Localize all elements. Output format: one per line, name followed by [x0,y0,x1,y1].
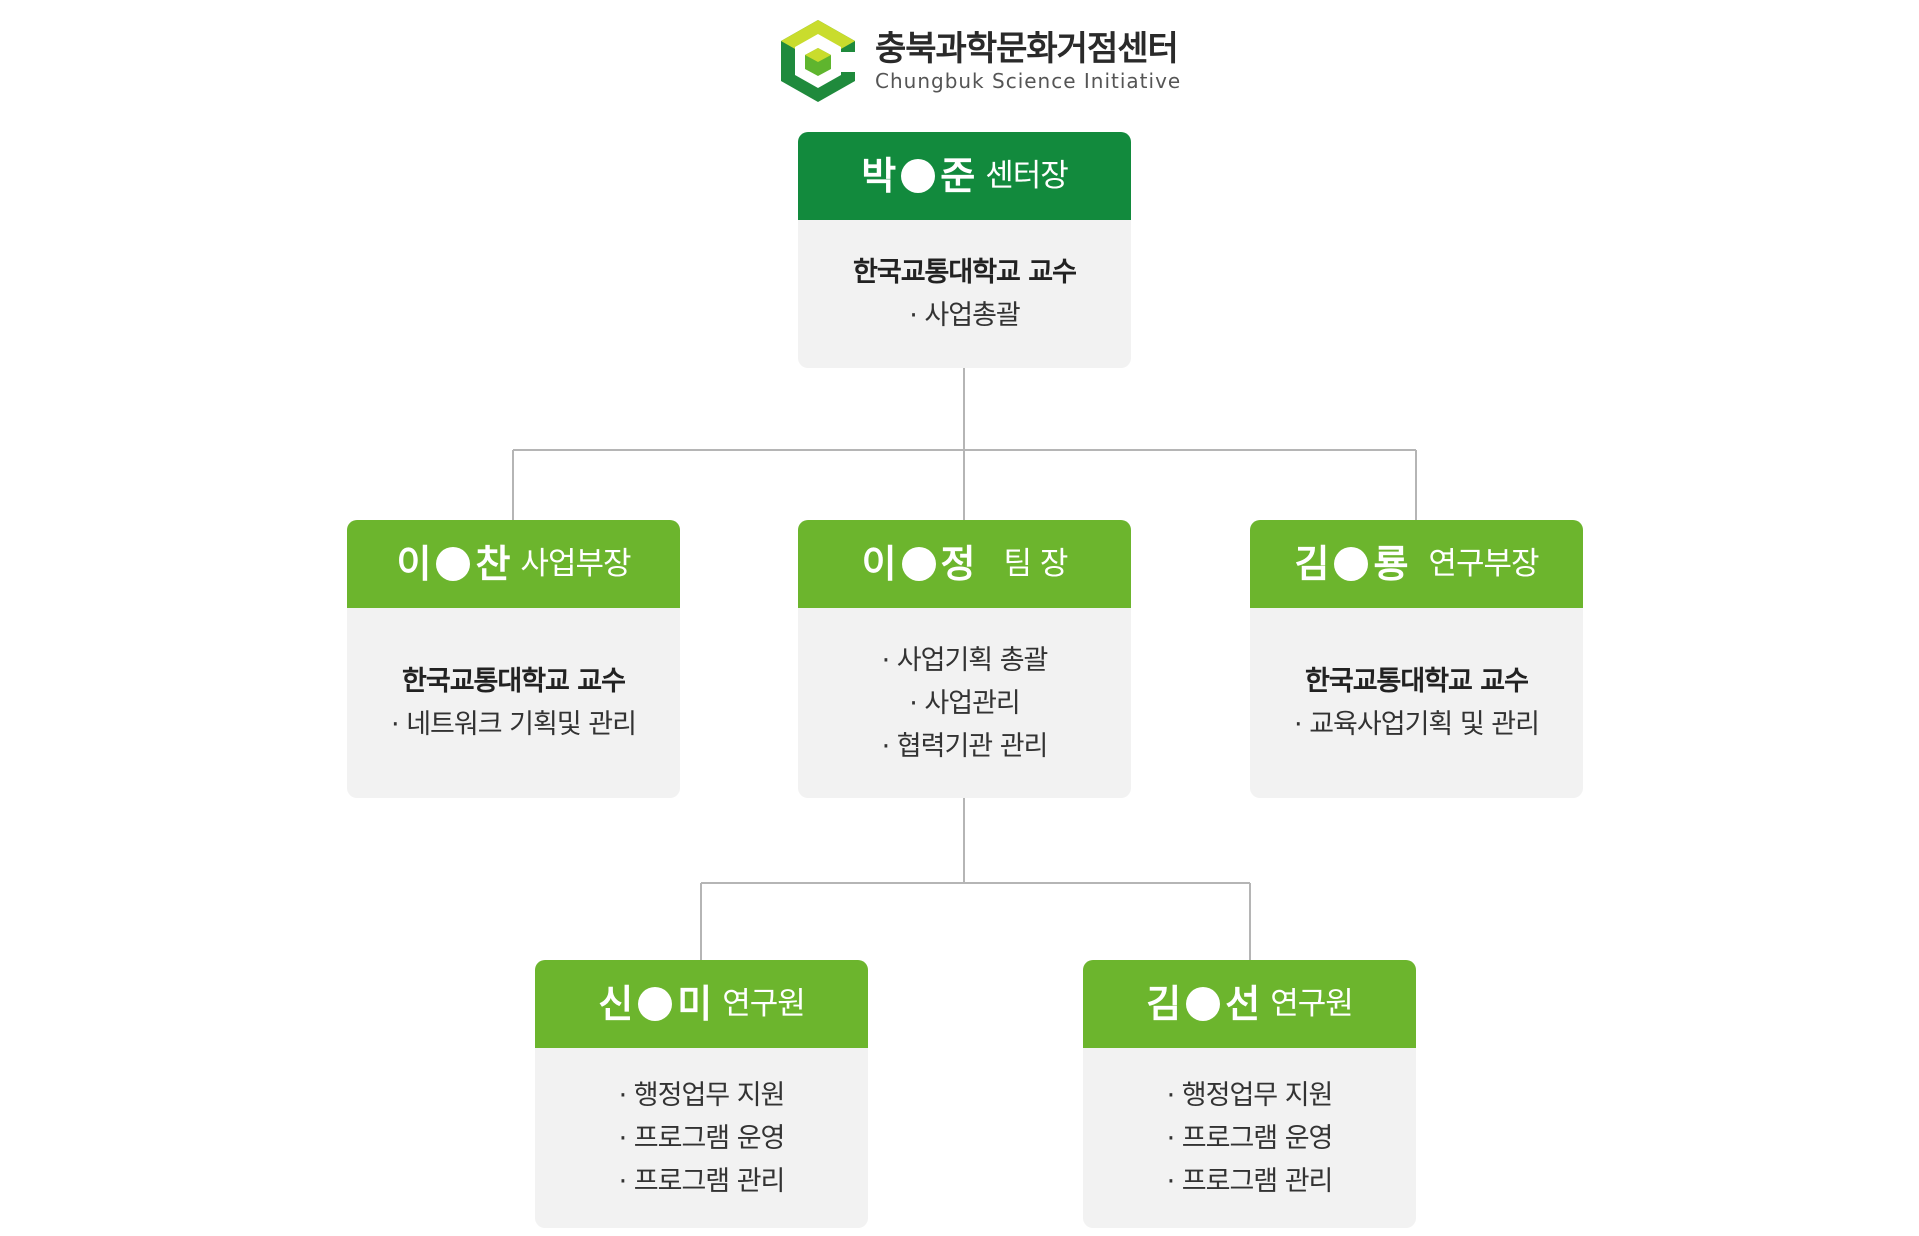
org-name-english: Chungbuk Science Initiative [875,69,1182,93]
manager-duty: · 사업기획 총괄 [881,644,1049,676]
name-mask-dot [638,987,673,1021]
director-role: 센터장 [985,158,1069,194]
org-name: 충북과학문화거점센터 Chungbuk Science Initiative [875,29,1181,93]
researcher-given-name: 미 [677,982,713,1026]
manager-card-left: 이 찬 사업부장 한국교통대학교 교수 · 네트워크 기획및 관리 [347,520,680,798]
researcher-card-header: 신 미 연구원 [535,960,868,1048]
manager-card-center: 이 정 팀 장 · 사업기획 총괄 · 사업관리 · 협력기관 관리 [798,520,1131,798]
director-surname: 박 [861,154,897,198]
researcher-duty: · 프로그램 운영 [1166,1122,1334,1154]
hexagon-cube-logo-icon [781,20,857,102]
director-card-body: 한국교통대학교 교수 · 사업총괄 [798,220,1131,368]
manager-duty: · 협력기관 관리 [881,730,1049,762]
manager-role: 연구부장 [1428,546,1539,582]
manager-duty: · 네트워크 기획및 관리 [391,708,637,740]
director-given-name: 준 [940,154,976,198]
researcher-given-name: 선 [1225,982,1261,1026]
manager-given-name: 정 [940,542,976,586]
manager-card-body: · 사업기획 총괄 · 사업관리 · 협력기관 관리 [798,608,1131,798]
manager-surname: 김 [1294,542,1330,586]
researcher-card-left: 신 미 연구원 · 행정업무 지원 · 프로그램 운영 · 프로그램 관리 [535,960,868,1228]
manager-duty: · 교육사업기획 및 관리 [1294,708,1540,740]
researcher-duty: · 프로그램 관리 [618,1165,786,1197]
name-mask-dot [901,547,936,581]
manager-role: 팀 장 [1003,546,1069,582]
researcher-card-body: · 행정업무 지원 · 프로그램 운영 · 프로그램 관리 [535,1048,868,1228]
director-duty: · 사업총괄 [909,299,1021,331]
researcher-duty: · 행정업무 지원 [618,1079,786,1111]
manager-card-body: 한국교통대학교 교수 · 교육사업기획 및 관리 [1250,608,1583,798]
researcher-card-right: 김 선 연구원 · 행정업무 지원 · 프로그램 운영 · 프로그램 관리 [1083,960,1416,1228]
researcher-duty: · 행정업무 지원 [1166,1079,1334,1111]
researcher-card-header: 김 선 연구원 [1083,960,1416,1048]
director-affiliation: 한국교통대학교 교수 [853,256,1077,288]
manager-card-header: 김 룡 연구부장 [1250,520,1583,608]
manager-role: 사업부장 [520,546,631,582]
manager-affiliation: 한국교통대학교 교수 [1305,665,1529,697]
manager-card-header: 이 찬 사업부장 [347,520,680,608]
manager-duty: · 사업관리 [909,687,1021,719]
manager-given-name: 룡 [1373,542,1409,586]
manager-surname: 이 [861,542,897,586]
org-header: 충북과학문화거점센터 Chungbuk Science Initiative [775,16,1181,106]
manager-card-body: 한국교통대학교 교수 · 네트워크 기획및 관리 [347,608,680,798]
name-mask-dot [436,547,471,581]
name-mask-dot [901,159,936,193]
name-mask-dot [1186,987,1221,1021]
org-name-korean: 충북과학문화거점센터 [875,29,1179,69]
researcher-duty: · 프로그램 운영 [618,1122,786,1154]
manager-card-header: 이 정 팀 장 [798,520,1131,608]
researcher-surname: 신 [598,982,634,1026]
manager-surname: 이 [396,542,432,586]
researcher-role: 연구원 [1270,986,1354,1022]
researcher-duty: · 프로그램 관리 [1166,1165,1334,1197]
researcher-role: 연구원 [722,986,806,1022]
researcher-surname: 김 [1146,982,1182,1026]
name-mask-dot [1334,547,1369,581]
researcher-card-body: · 행정업무 지원 · 프로그램 운영 · 프로그램 관리 [1083,1048,1416,1228]
director-card-header: 박 준 센터장 [798,132,1131,220]
manager-card-right: 김 룡 연구부장 한국교통대학교 교수 · 교육사업기획 및 관리 [1250,520,1583,798]
manager-given-name: 찬 [475,542,511,586]
director-card: 박 준 센터장 한국교통대학교 교수 · 사업총괄 [798,132,1131,368]
manager-affiliation: 한국교통대학교 교수 [402,665,626,697]
